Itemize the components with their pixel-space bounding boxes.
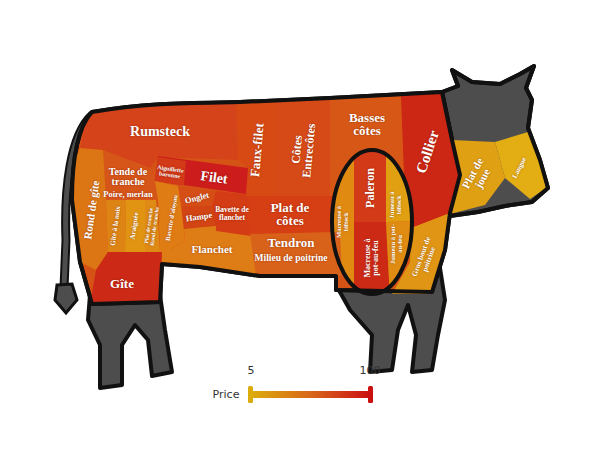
hind-legs: [88, 295, 172, 388]
label-holder: 5: [248, 364, 255, 377]
body-outline: [72, 92, 460, 304]
cut-label: Rumsteck: [105, 125, 215, 139]
cut-region: Gîte: [90, 252, 162, 304]
cut-label: Macreuse à bifteck: [336, 200, 349, 244]
cut-shape: [90, 252, 162, 304]
shoulder-outline: [332, 150, 412, 294]
label-holder: Poire, merlan: [98, 190, 158, 199]
cut-label: Flanchet: [182, 244, 242, 255]
label-holder: Tendron: [256, 236, 326, 249]
label-holder: Flanchet: [182, 244, 242, 255]
legend-title: Price: [213, 388, 240, 401]
cut-region: Tende de tranchePoire, merlan: [103, 150, 158, 200]
scale-tick: 5: [248, 364, 255, 377]
cut-label: Poire, merlan: [98, 190, 158, 199]
label-holder: Milieu de poitrine: [244, 254, 339, 264]
cut-label: Bavette de flanchet: [213, 206, 251, 221]
label-holder: Basses côtes: [335, 111, 399, 138]
label-holder: 100: [360, 364, 381, 377]
cut-label: Gîte: [97, 277, 147, 290]
label-holder: Tende de tranche: [105, 167, 151, 187]
cut-label: Jumeau à bifteck: [389, 186, 402, 224]
label-holder: Price: [213, 388, 240, 401]
cut-shape: [246, 196, 340, 234]
color-scale: [252, 391, 370, 398]
label-holder: Paleron: [364, 153, 376, 223]
cut-label: Plat de côtes: [259, 201, 321, 228]
cut-shape: [155, 181, 185, 250]
label-holder: Jumeau à pot-au-feu: [390, 221, 403, 267]
cut-shape: [155, 157, 186, 185]
label-holder: Rumsteck: [105, 125, 215, 139]
scale-cap: [248, 386, 253, 403]
cut-shape: [125, 200, 145, 252]
cut-region: Hampe: [181, 206, 216, 229]
cut-region: Langue: [495, 132, 546, 199]
scale-cap: [368, 386, 373, 403]
cut-shape: [106, 200, 126, 252]
label-holder: Plat de côtes: [259, 201, 321, 228]
cut-region: TendronMilieu de poitrine: [250, 232, 342, 276]
cut-region: Aiguillette baronne: [155, 157, 186, 185]
cut-region: Bavette d'aloyau: [155, 181, 185, 250]
cut-shape: [392, 213, 450, 294]
cut-region: Plat de côtes: [246, 196, 340, 234]
cut-label: Paleron: [364, 153, 376, 223]
label-holder: Macreuse à bifteck: [336, 200, 349, 244]
cut-label: Basses côtes: [335, 111, 399, 138]
cut-label: Milieu de poitrine: [244, 254, 339, 264]
cut-shape: [495, 132, 546, 199]
cut-region: Onglet: [178, 186, 216, 206]
cut-label: Macreuse à pot-au-feu: [364, 232, 380, 284]
tail-tuft: [55, 284, 77, 313]
cut-label: Tende de tranche: [105, 167, 151, 187]
head: [442, 66, 548, 216]
label-holder: Bavette de flanchet: [213, 206, 251, 221]
cut-shape: [181, 206, 216, 229]
cut-region: Araignée: [125, 200, 145, 252]
cut-region: Bavette de flanchet: [212, 191, 250, 236]
cut-shape: [276, 99, 331, 197]
cut-shape: [212, 191, 250, 236]
body: [72, 92, 460, 304]
cut-region: Plat de tranche Rond de tranche: [145, 200, 160, 252]
scale-tick: 100: [360, 364, 381, 377]
cut-region: Côtes Entrecôtes: [276, 99, 331, 197]
label-holder: Jumeau à bifteck: [389, 186, 402, 224]
label-holder: Macreuse à pot-au-feu: [364, 232, 380, 284]
cut-label: Jumeau à pot-au-feu: [390, 221, 403, 267]
label-holder: Gîte: [97, 277, 147, 290]
head-outline: [442, 66, 548, 216]
cut-region: Gros bout de poitrine: [392, 213, 450, 294]
cut-label: Tendron: [256, 236, 326, 249]
cut-region: Gîte à la noix: [106, 200, 126, 252]
